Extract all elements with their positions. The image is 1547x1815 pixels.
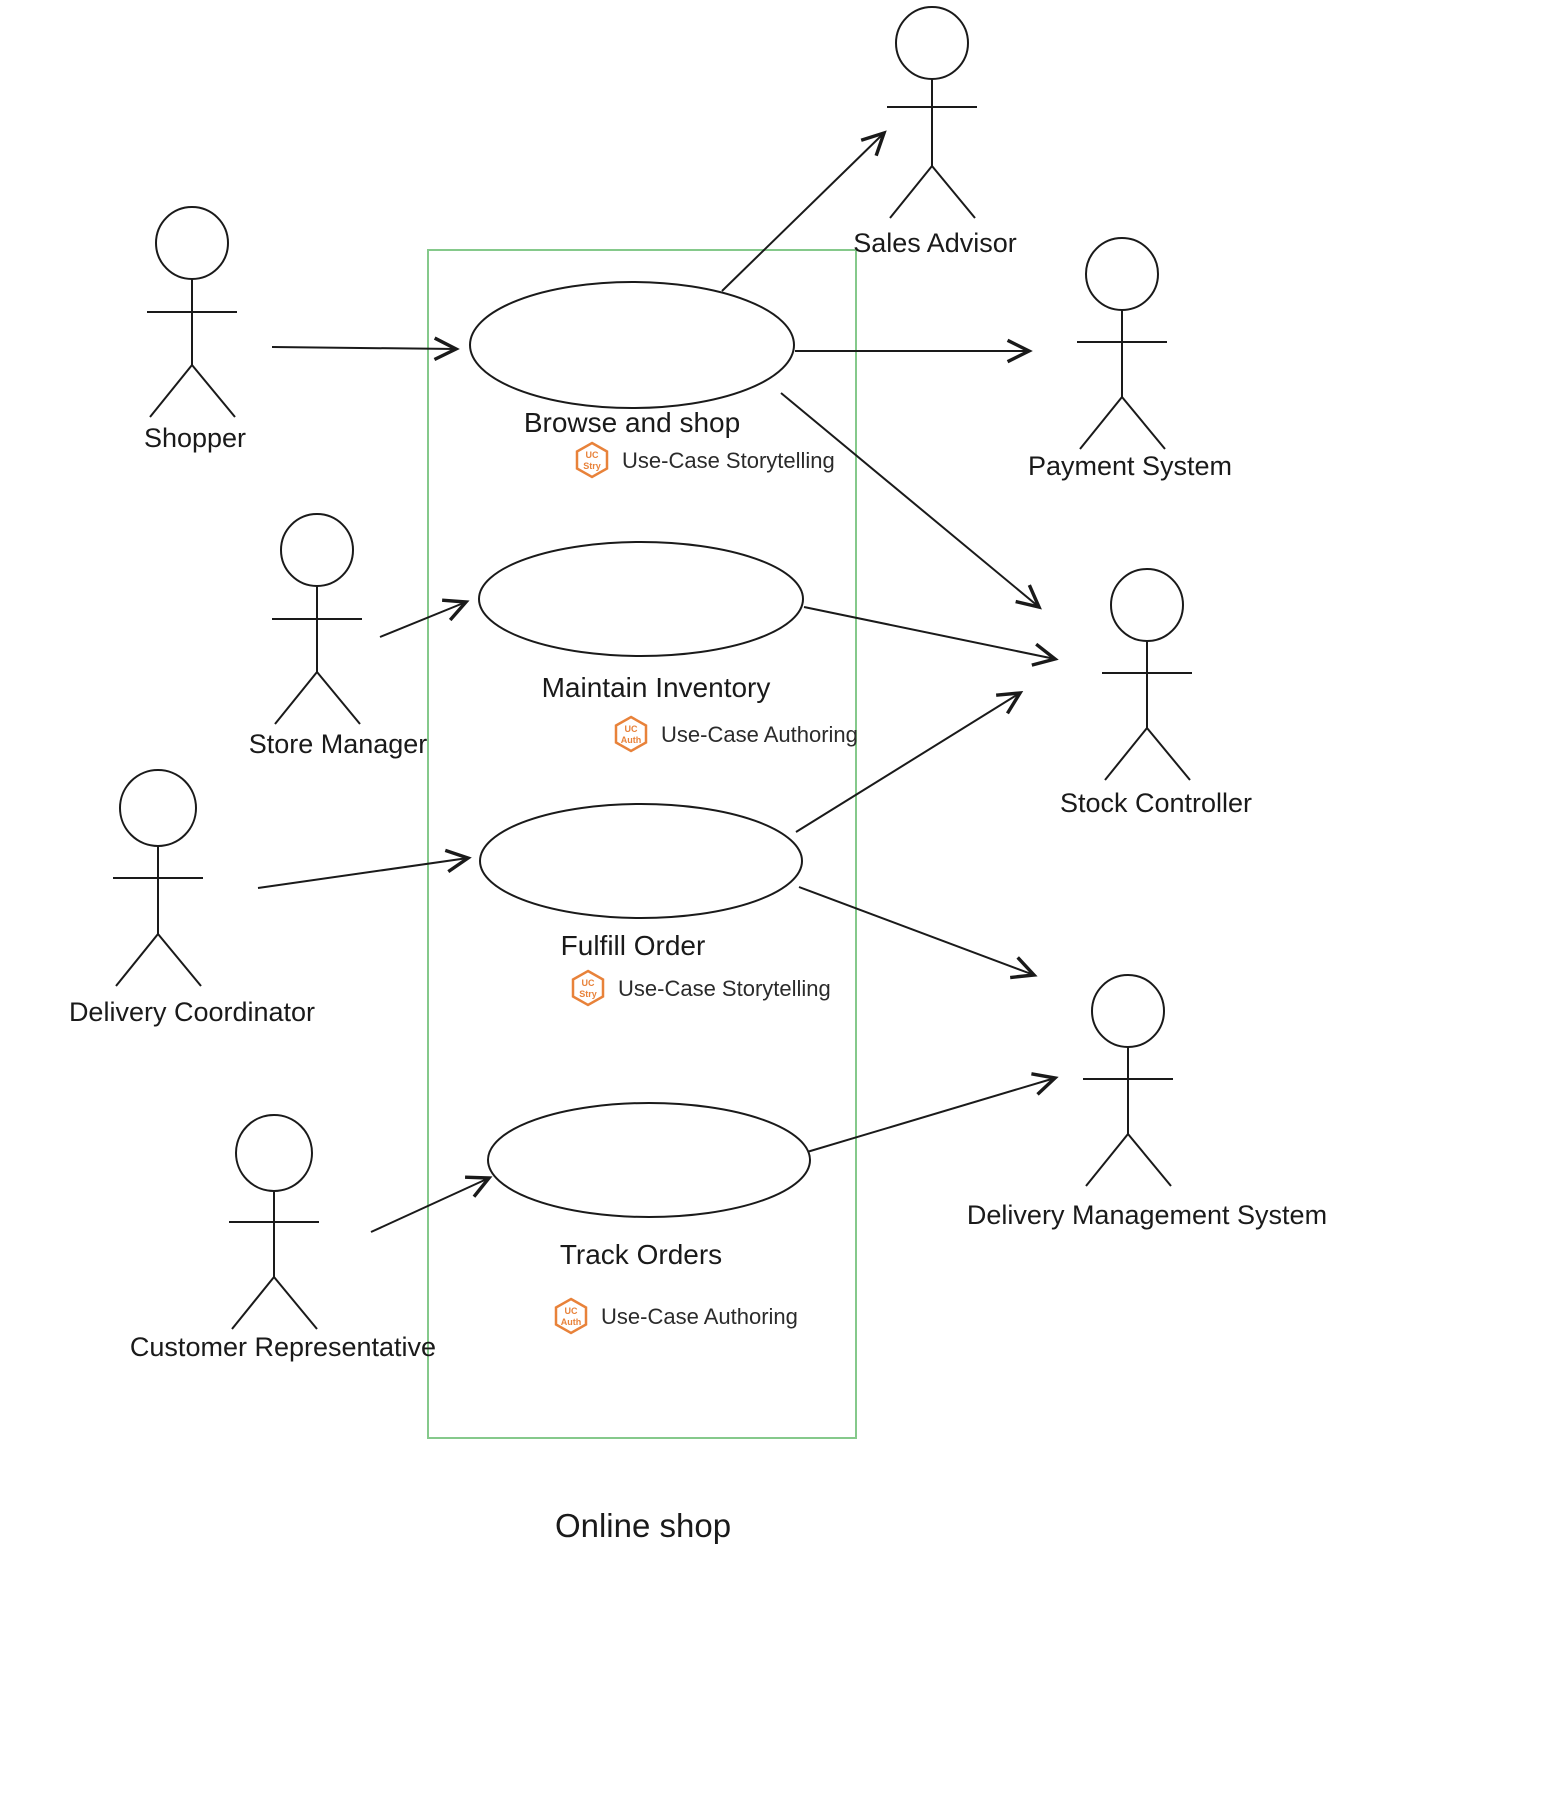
connector-browse-sales-advisor (721, 130, 887, 292)
badge-text-bottom: Stry (583, 461, 601, 471)
actor-head (235, 1114, 313, 1192)
actor-label: Delivery Coordinator (69, 997, 315, 1027)
badge-text-bottom: Stry (579, 989, 597, 999)
uc-storytelling-badge-icon: UC Stry (571, 969, 605, 1007)
actor-label: Shopper (144, 423, 246, 453)
uc-authoring-badge-icon: UC Auth (554, 1297, 588, 1335)
badge-text-top: UC (582, 978, 595, 988)
actor-label: Store Manager (249, 729, 428, 759)
actor-shopper[interactable]: Shopper (144, 206, 246, 453)
connector-shopper-browse (271, 336, 460, 362)
use-case-browse-and-shop[interactable]: Browse and shop UC Stry Use-Case Storyte… (469, 281, 835, 479)
use-case-ellipse (479, 803, 803, 919)
actor-leg-left (274, 671, 318, 725)
actor-payment-system[interactable]: Payment System (1028, 237, 1232, 481)
system-boundary-title: Online shop (555, 1507, 731, 1544)
actor-leg-right (1121, 396, 1166, 450)
connector-fulfill-dms (798, 886, 1038, 980)
use-case-label: Fulfill Order (561, 930, 706, 961)
badge-hexagon (554, 1297, 588, 1335)
actor-head (1085, 237, 1159, 311)
badge-text-bottom: Auth (561, 1317, 582, 1327)
actor-head (1091, 974, 1165, 1048)
system-boundary-box[interactable] (427, 249, 857, 1439)
uc-storytelling-badge-icon: UC Stry (575, 441, 609, 479)
connector-rep-track (370, 1175, 493, 1233)
connector-coordinator-fulfill (257, 848, 472, 889)
use-case-ellipse (487, 1102, 811, 1218)
connector-browse-stock-controller (780, 392, 1042, 610)
badge-text-top: UC (625, 724, 638, 734)
actor-head (280, 513, 354, 587)
actor-leg-right (1146, 727, 1191, 781)
badge-hexagon (575, 441, 609, 479)
actor-leg-right (157, 933, 202, 987)
actor-leg-left (115, 933, 159, 987)
actor-leg-right (316, 671, 361, 725)
actor-head (119, 769, 197, 847)
method-label: Use-Case Storytelling (622, 448, 835, 473)
method-label: Use-Case Storytelling (618, 976, 831, 1001)
use-case-ellipse (469, 281, 795, 409)
actor-label: Payment System (1028, 451, 1232, 481)
use-case-ellipse (478, 541, 804, 657)
use-case-label: Track Orders (560, 1239, 722, 1270)
badge-hexagon (571, 969, 605, 1007)
use-case-track-orders[interactable]: Track Orders UC Auth Use-Case Authoring (487, 1102, 811, 1335)
actor-head (155, 206, 229, 280)
use-case-fulfill-order[interactable]: Fulfill Order UC Stry Use-Case Storytell… (479, 803, 831, 1007)
use-case-label: Maintain Inventory (542, 672, 771, 703)
actor-leg-left (1079, 396, 1123, 450)
actor-leg-left (231, 1276, 275, 1330)
actor-store-manager[interactable]: Store Manager (249, 513, 428, 759)
use-case-maintain-inventory[interactable]: Maintain Inventory UC Auth Use-Case Auth… (478, 541, 858, 753)
method-label: Use-Case Authoring (601, 1304, 798, 1329)
use-case-label: Browse and shop (524, 407, 740, 438)
actor-leg-right (931, 165, 976, 219)
actor-label: Customer Representative (130, 1332, 436, 1362)
actor-customer-representative[interactable]: Customer Representative (130, 1114, 436, 1362)
connector-track-dms (806, 1072, 1059, 1153)
badge-text-top: UC (586, 450, 599, 460)
method-label: Use-Case Authoring (661, 722, 858, 747)
actor-head (895, 6, 969, 80)
actor-delivery-management-system[interactable]: Delivery Management System (967, 974, 1327, 1230)
actor-leg-right (191, 364, 236, 418)
connector-fulfill-stock-controller (795, 690, 1024, 833)
uc-authoring-badge-icon: UC Auth (614, 715, 648, 753)
actor-label: Delivery Management System (967, 1200, 1327, 1230)
actor-head (1110, 568, 1184, 642)
actor-delivery-coordinator[interactable]: Delivery Coordinator (69, 769, 315, 1027)
actor-leg-right (273, 1276, 318, 1330)
actor-leg-left (1085, 1133, 1129, 1187)
badge-hexagon (614, 715, 648, 753)
badge-text-bottom: Auth (621, 735, 642, 745)
actor-label: Stock Controller (1060, 788, 1252, 818)
actor-leg-right (1127, 1133, 1172, 1187)
actor-leg-left (1104, 727, 1148, 781)
connector-store-manager-maintain (379, 598, 470, 638)
actor-stock-controller[interactable]: Stock Controller (1060, 568, 1252, 818)
badge-text-top: UC (565, 1306, 578, 1316)
connector-maintain-stock-controller (803, 606, 1059, 667)
actor-leg-left (149, 364, 193, 418)
actor-leg-left (889, 165, 933, 219)
actor-label: Sales Advisor (853, 228, 1017, 258)
actor-sales-advisor[interactable]: Sales Advisor (853, 6, 1017, 258)
